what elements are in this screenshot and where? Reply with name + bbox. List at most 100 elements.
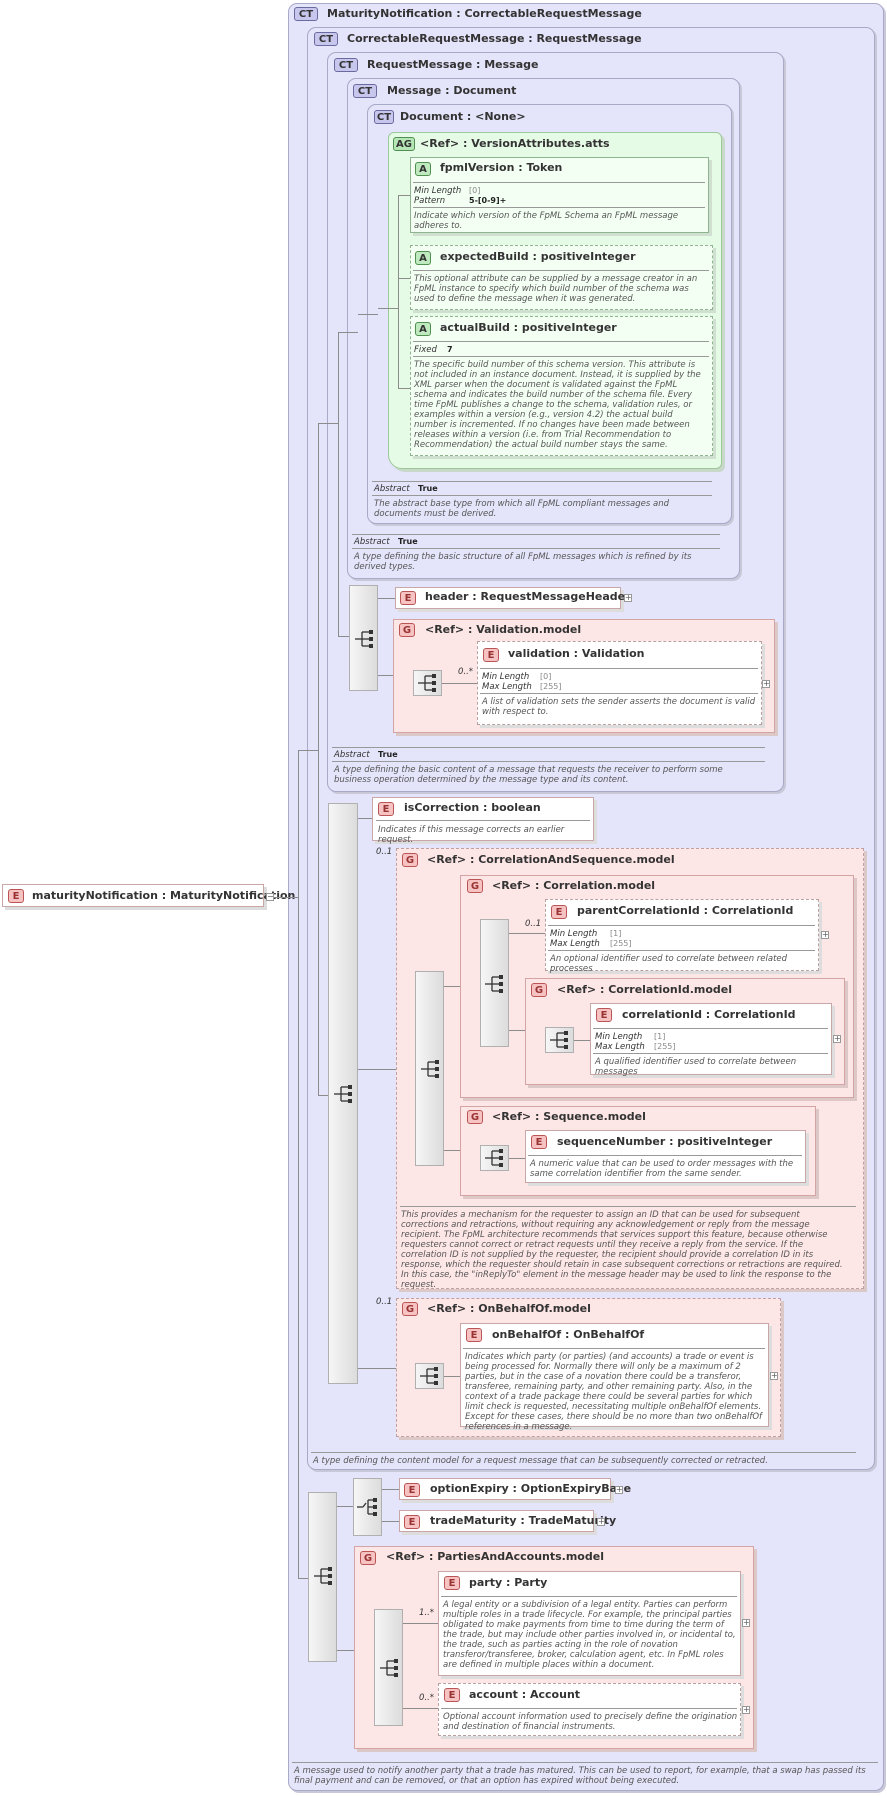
header-element-box[interactable] bbox=[395, 587, 621, 609]
fpml-version-attribute-box bbox=[410, 157, 709, 233]
account-element-box[interactable] bbox=[438, 1683, 741, 1736]
correlation-and-sequence-description: This provides a mechanism for the reques… bbox=[401, 1210, 843, 1290]
divider bbox=[480, 693, 758, 694]
expand-icon[interactable]: + bbox=[615, 1485, 623, 1494]
sequence-number-title: sequenceNumber : positiveInteger bbox=[557, 1135, 773, 1148]
divider bbox=[548, 950, 815, 951]
request-message-sequence bbox=[349, 585, 378, 691]
sequence-icon bbox=[355, 630, 373, 648]
element-badge: E bbox=[400, 591, 416, 605]
element-badge: E bbox=[551, 905, 567, 919]
fpml-version-title: fpmlVersion : Token bbox=[440, 161, 563, 174]
attribute-badge: A bbox=[415, 322, 431, 336]
option-expiry-element-box[interactable] bbox=[399, 1478, 611, 1500]
connector bbox=[298, 1578, 308, 1579]
element-badge: E bbox=[444, 1688, 460, 1702]
expand-icon[interactable]: + bbox=[762, 679, 770, 688]
correlation-id-element-box[interactable] bbox=[590, 1003, 832, 1075]
collapse-icon[interactable]: − bbox=[266, 892, 274, 901]
on-behalf-of-element-box[interactable] bbox=[460, 1323, 769, 1427]
divider bbox=[413, 341, 709, 342]
divider bbox=[352, 548, 720, 549]
connector bbox=[398, 195, 399, 388]
divider bbox=[413, 182, 705, 183]
sequence-icon bbox=[420, 1367, 438, 1385]
group-badge: G bbox=[360, 1551, 376, 1565]
sequence-number-element-box[interactable] bbox=[525, 1130, 806, 1183]
element-badge: E bbox=[466, 1328, 482, 1342]
element-badge: E bbox=[531, 1135, 547, 1149]
expand-icon[interactable]: + bbox=[624, 593, 632, 602]
element-badge: E bbox=[8, 889, 24, 903]
min-length-value: [1] bbox=[654, 1032, 666, 1041]
max-length-label: Max Length bbox=[595, 1042, 645, 1052]
connector bbox=[378, 308, 398, 309]
party-description: A legal entity or a subdivision of a leg… bbox=[443, 1600, 736, 1670]
fixed-value: 7 bbox=[447, 345, 453, 354]
min-length-value: [0] bbox=[540, 672, 552, 681]
connector bbox=[444, 1150, 460, 1151]
connector bbox=[398, 388, 410, 389]
expand-icon[interactable]: + bbox=[742, 1705, 750, 1714]
divider bbox=[332, 747, 765, 748]
divider bbox=[352, 534, 720, 535]
connector bbox=[298, 750, 318, 751]
expand-icon[interactable]: + bbox=[833, 1034, 841, 1043]
maturity-notification-element-box[interactable] bbox=[2, 884, 264, 907]
validation-model-title: <Ref> : Validation.model bbox=[425, 623, 582, 636]
is-correction-element-box[interactable] bbox=[372, 797, 594, 841]
divider bbox=[413, 356, 709, 357]
group-badge: G bbox=[402, 853, 418, 867]
connector bbox=[337, 1506, 353, 1507]
connector bbox=[442, 683, 477, 684]
cardinality-label: 0..1 bbox=[376, 847, 393, 857]
divider bbox=[463, 1348, 765, 1349]
trade-maturity-element-box[interactable] bbox=[399, 1510, 594, 1532]
trade-maturity-title: tradeMaturity : TradeMaturity bbox=[430, 1514, 617, 1527]
element-badge: E bbox=[404, 1515, 420, 1529]
correctable-request-message-description: A type defining the content model for a … bbox=[313, 1456, 768, 1466]
connector bbox=[318, 423, 319, 1095]
abstract-label: Abstract bbox=[354, 537, 390, 547]
divider bbox=[593, 1028, 828, 1029]
validation-element-box[interactable] bbox=[477, 641, 762, 725]
connector bbox=[509, 1158, 525, 1159]
connector bbox=[274, 897, 298, 898]
divider bbox=[413, 207, 705, 208]
attribute-badge: A bbox=[415, 162, 431, 176]
connector bbox=[318, 423, 338, 424]
connector bbox=[358, 1069, 396, 1070]
maturity-notification-element-title: maturityNotification : MaturityNotificat… bbox=[32, 889, 296, 902]
connector bbox=[403, 1623, 438, 1624]
connector bbox=[358, 1368, 396, 1369]
actual-build-attribute-box bbox=[410, 316, 713, 456]
connector bbox=[444, 986, 460, 987]
maturity-notification-description: A message used to notify another party t… bbox=[294, 1766, 866, 1786]
group-badge: G bbox=[467, 1110, 483, 1124]
divider bbox=[548, 925, 815, 926]
expand-icon[interactable]: + bbox=[770, 1371, 778, 1380]
correlation-id-title: correlationId : CorrelationId bbox=[622, 1008, 796, 1021]
sequence-model-title: <Ref> : Sequence.model bbox=[492, 1110, 646, 1123]
correlation-id-model-title: <Ref> : CorrelationId.model bbox=[557, 983, 733, 996]
expand-icon[interactable]: + bbox=[597, 1517, 605, 1526]
divider bbox=[400, 1206, 856, 1207]
party-element-box[interactable] bbox=[438, 1571, 741, 1676]
sequence-icon bbox=[485, 975, 503, 993]
expand-icon[interactable]: + bbox=[821, 930, 829, 939]
divider bbox=[413, 270, 709, 271]
cardinality-label: 0..1 bbox=[525, 919, 542, 929]
complex-type-badge: CT bbox=[294, 7, 318, 21]
parent-correlation-id-element-box[interactable] bbox=[545, 899, 819, 971]
min-length-value: [1] bbox=[610, 929, 622, 938]
connector bbox=[358, 314, 378, 315]
document-type-title: Document : <None> bbox=[400, 110, 526, 123]
divider bbox=[311, 1452, 856, 1453]
correlation-and-sequence-title: <Ref> : CorrelationAndSequence.model bbox=[427, 853, 675, 866]
expand-icon[interactable]: + bbox=[742, 1618, 750, 1627]
cardinality-label: 0..* bbox=[419, 1693, 435, 1703]
connector bbox=[509, 1030, 525, 1031]
pattern-value: 5-[0-9]+ bbox=[469, 196, 507, 205]
cardinality-label: 0..* bbox=[458, 667, 474, 677]
sequence-number-description: A numeric value that can be used to orde… bbox=[530, 1159, 794, 1179]
